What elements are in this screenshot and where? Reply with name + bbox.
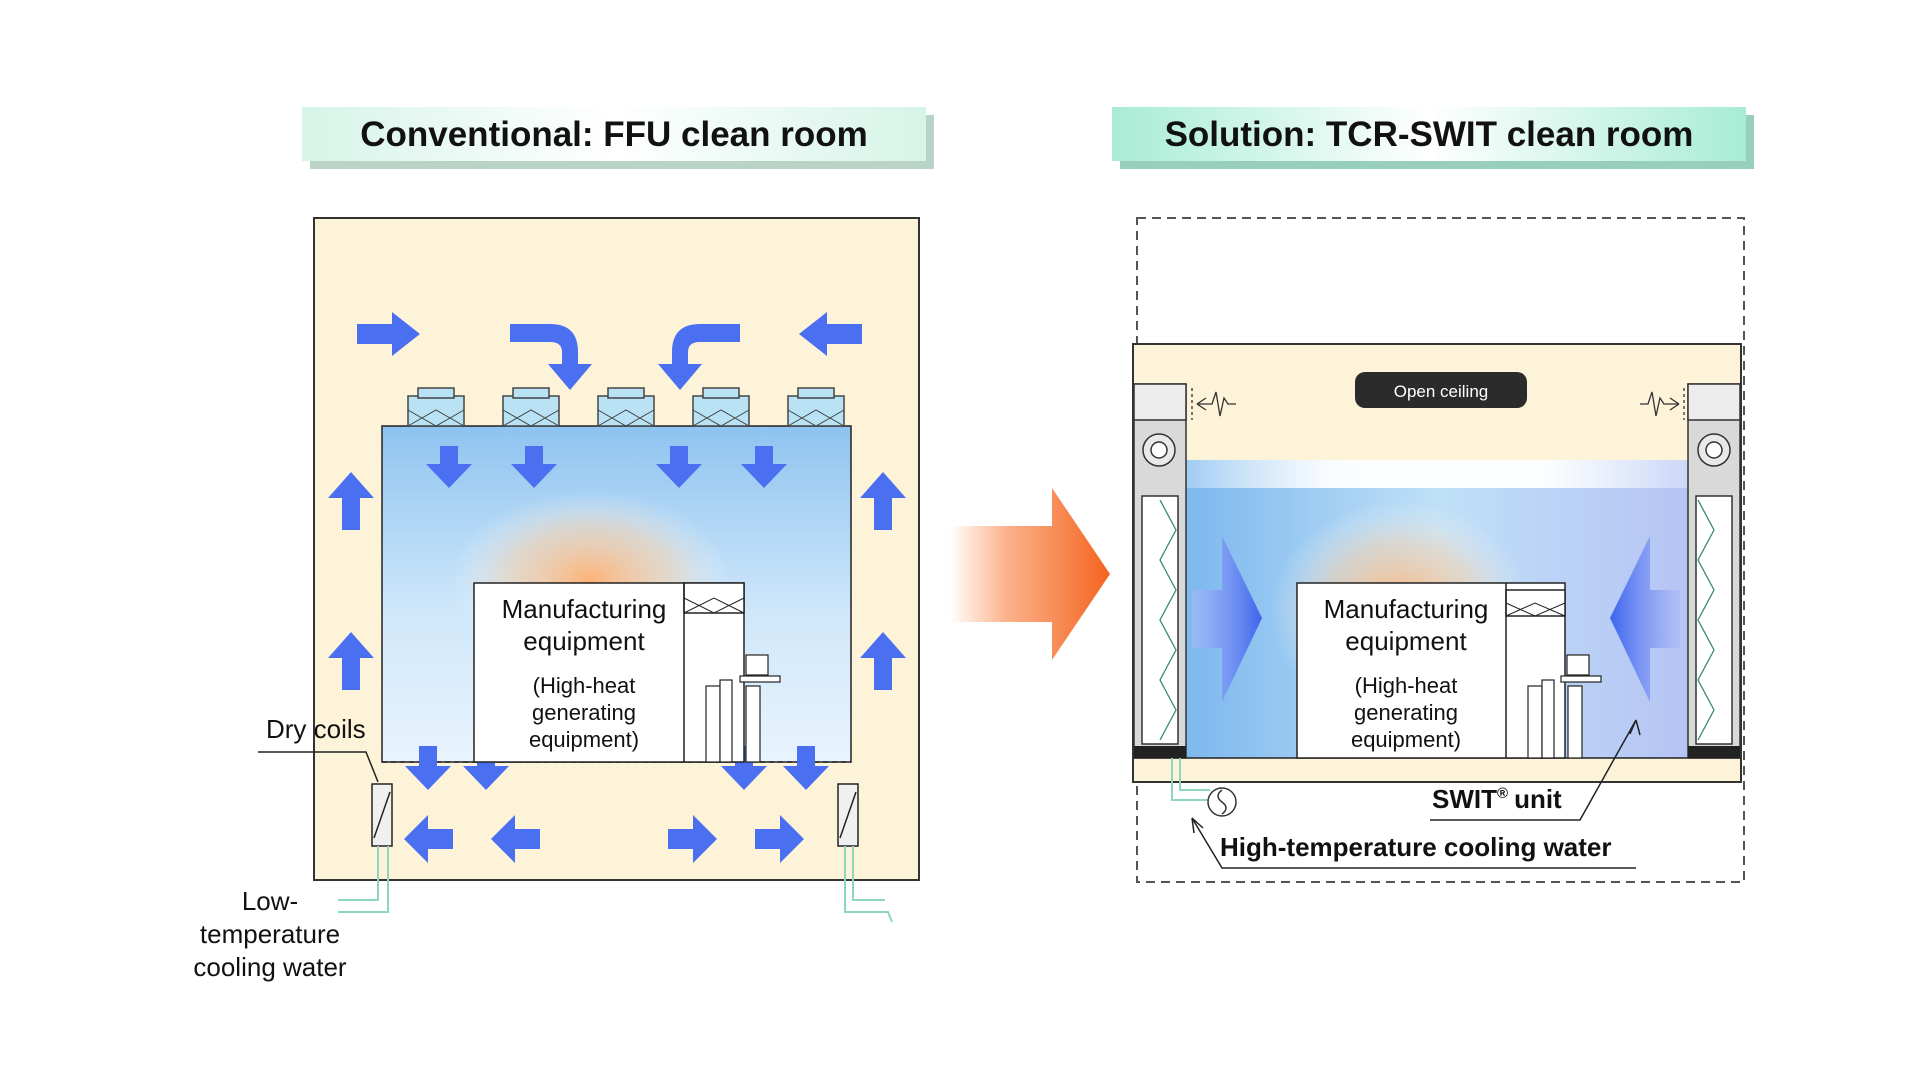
valve-icon — [1207, 787, 1237, 817]
dry-coils-label: Dry coils — [266, 714, 366, 744]
ffu-unit-icon — [597, 387, 655, 427]
swit-unit-callout: SWIT®unit — [1430, 719, 1641, 821]
ffu-units — [407, 387, 845, 427]
right-equipment-title-1: Manufacturing — [1324, 594, 1489, 624]
arrow-down-icon — [656, 446, 702, 488]
curved-down-arrow-icon — [510, 324, 592, 390]
arrow-left-icon — [1610, 536, 1680, 702]
arrowhead-icon — [1191, 817, 1204, 834]
swit-unit-right — [1687, 383, 1741, 759]
low-temp-water-line-2: temperature — [200, 919, 340, 949]
low-temp-water-line-3: cooling water — [193, 952, 347, 982]
arrowhead-icon — [1629, 719, 1641, 736]
right-equipment-sub-3: equipment) — [1351, 727, 1461, 752]
arrow-up-icon — [860, 472, 906, 530]
open-ceiling-label: Open ceiling — [1394, 382, 1489, 401]
left-equipment-title-2: equipment — [523, 626, 645, 656]
arrow-left-icon — [404, 815, 453, 863]
right-equipment: Manufacturing equipment (High-heat gener… — [1296, 582, 1602, 759]
swit-unit-label: SWIT®unit — [1432, 784, 1562, 814]
arrow-right-icon — [357, 312, 420, 356]
arrow-left-icon — [799, 312, 862, 356]
low-temp-water-line-1: Low- — [242, 886, 298, 916]
ffu-unit-icon — [407, 387, 465, 427]
arrow-right-icon — [755, 815, 804, 863]
filter-icon — [1695, 495, 1733, 745]
high-temp-water-label: High-temperature cooling water — [1220, 832, 1612, 862]
arrow-up-icon — [328, 472, 374, 530]
sound-wave-icon — [1191, 388, 1236, 420]
arrow-down-icon — [511, 446, 557, 488]
arrow-down-icon — [721, 746, 767, 790]
curved-down-arrow-icon — [658, 324, 740, 390]
left-cooling-pipes — [338, 846, 893, 923]
sound-wave-icon — [1640, 388, 1685, 420]
arrow-left-icon — [491, 815, 540, 863]
left-equipment-sub-2: generating — [532, 700, 636, 725]
open-ceiling-band — [1170, 460, 1710, 488]
left-equipment-title-1: Manufacturing — [502, 594, 667, 624]
ffu-unit-icon — [692, 387, 750, 427]
arrow-down-icon — [426, 446, 472, 488]
arrow-down-icon — [783, 746, 829, 790]
high-temp-water-callout: High-temperature cooling water — [1191, 817, 1636, 869]
arrow-up-icon — [860, 632, 906, 690]
arrow-right-icon — [1192, 536, 1262, 702]
right-title: Solution: TCR-SWIT clean room — [1165, 115, 1694, 154]
left-airflow-arrows — [328, 312, 906, 863]
right-equipment-sub-1: (High-heat — [1355, 673, 1458, 698]
right-cooling-pipe — [1171, 758, 1210, 801]
right-equipment-title-2: equipment — [1345, 626, 1467, 656]
right-room: Open ceiling — [1132, 217, 1745, 883]
left-equipment-sub-1: (High-heat — [533, 673, 636, 698]
open-ceiling-badge: Open ceiling — [1355, 372, 1527, 408]
arrow-down-icon — [741, 446, 787, 488]
ffu-unit-icon — [502, 387, 560, 427]
dry-coils — [371, 783, 859, 847]
arrow-right-icon — [668, 815, 717, 863]
left-title-banner: Conventional: FFU clean room — [302, 107, 934, 169]
arrow-up-icon — [328, 632, 374, 690]
dry-coils-callout: Dry coils — [258, 714, 379, 783]
ffu-unit-icon — [787, 387, 845, 427]
arrow-down-icon — [463, 746, 509, 790]
right-title-banner: Solution: TCR-SWIT clean room — [1112, 107, 1754, 169]
transition-arrow-icon — [950, 488, 1110, 660]
right-equipment-sub-2: generating — [1354, 700, 1458, 725]
monitor-icon — [1566, 654, 1590, 676]
monitor-icon — [745, 654, 769, 676]
left-title: Conventional: FFU clean room — [360, 115, 868, 154]
left-room: Manufacturing equipment (High-heat gener… — [313, 217, 920, 923]
left-equipment: Manufacturing equipment (High-heat gener… — [473, 582, 781, 763]
low-temp-water-label: Low- temperature cooling water — [193, 886, 347, 982]
arrow-down-icon — [405, 746, 451, 790]
swit-unit-left — [1133, 383, 1187, 759]
left-equipment-sub-3: equipment) — [529, 727, 639, 752]
